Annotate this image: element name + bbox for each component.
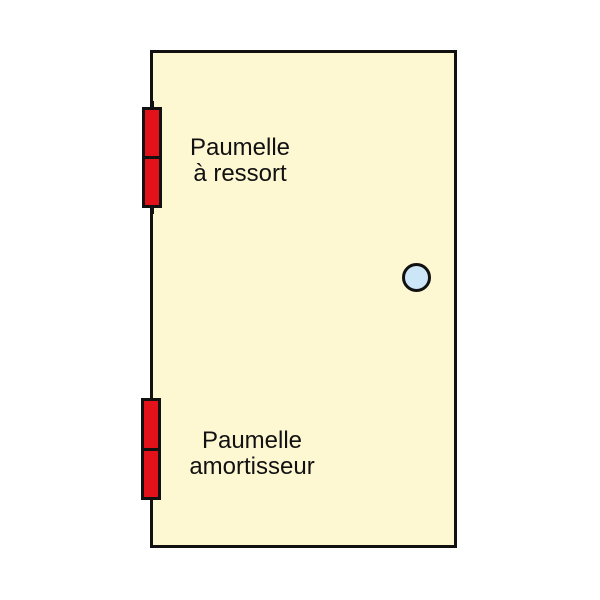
hinge-pin-bottom [150, 208, 154, 214]
door-panel [150, 50, 457, 548]
top-hinge-label-line1: Paumelle [189, 134, 291, 161]
hinge-knuckle-divider [145, 156, 159, 159]
top-hinge-label: Paumelle à ressort [174, 135, 306, 187]
bottom-hinge-label-line2: amortisseur [189, 453, 315, 480]
bottom-hinge [141, 392, 161, 506]
top-hinge [142, 101, 162, 214]
hinge-knuckle-divider [144, 448, 158, 451]
hinge-pin-top [150, 101, 154, 107]
hinge-pin-top [149, 392, 153, 398]
bottom-hinge-label-line1: Paumelle [201, 427, 303, 454]
hinge-pin-bottom [149, 500, 153, 506]
bottom-hinge-label: Paumelle amortisseur [170, 428, 334, 480]
door-knob-icon [402, 263, 431, 292]
top-hinge-label-line2: à ressort [193, 160, 287, 187]
